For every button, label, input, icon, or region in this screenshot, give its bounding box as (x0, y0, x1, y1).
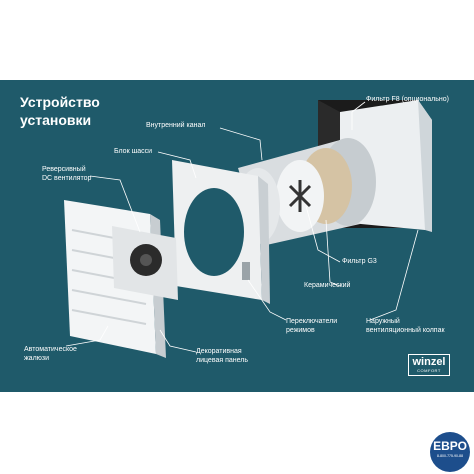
label-decor-panel-line-1: Декоративная (196, 348, 242, 355)
label-auto-shutters-line-1: Автоматическое (24, 346, 77, 353)
label-chassis: Блок шасси (114, 148, 152, 155)
label-outer-hood: Наружный вентиляционный колпак (366, 318, 445, 335)
title-line-2: установки (20, 112, 92, 128)
chassis-frame (172, 160, 270, 304)
diagram-title: Устройство установки (20, 93, 100, 129)
label-reversible-fan-line-2: DC вентилятор (42, 174, 92, 182)
label-mode-switches: Переключатели режимов (286, 318, 337, 335)
store-badge[interactable]: ЕВРО 8-800-775-90-88 (430, 432, 470, 472)
label-outer-hood-line-2: вентиляционный колпак (366, 326, 445, 334)
badge-tag: 8-800-775-90-88 (436, 454, 464, 458)
label-decor-panel: Декоративная лицевая панель (196, 348, 248, 365)
logo-sub: COMFORT (417, 368, 441, 373)
label-mode-switches-line-1: Переключатели (286, 318, 338, 325)
label-filter-g3: Фильтр G3 (342, 258, 377, 265)
badge-mark: ЕВРО (433, 439, 467, 453)
label-outer-hood-line-1: Наружный (366, 318, 400, 325)
fan-unit (112, 226, 178, 300)
label-auto-shutters: Автоматическое жалюзи (24, 346, 77, 363)
label-inner-channel: Внутренний канал (146, 122, 206, 129)
label-reversible-fan-line-1: Реверсивный (42, 166, 86, 173)
label-auto-shutters-line-2: жалюзи (24, 354, 50, 362)
filter-g3-blades (288, 180, 312, 212)
label-reversible-fan: Реверсивный DC вентилятор (42, 166, 91, 183)
winzel-logo: winzel COMFORT (408, 354, 450, 376)
title-line-1: Устройство (20, 94, 100, 110)
leader-lines (65, 101, 419, 353)
label-filter-f8: Фильтр F8 (опционально) (366, 96, 449, 103)
logo-name: winzel (412, 356, 446, 368)
label-decor-panel-line-2: лицевая панель (196, 356, 249, 364)
label-mode-switches-line-2: режимов (286, 326, 315, 334)
label-ceramic: Керамический (304, 282, 351, 289)
